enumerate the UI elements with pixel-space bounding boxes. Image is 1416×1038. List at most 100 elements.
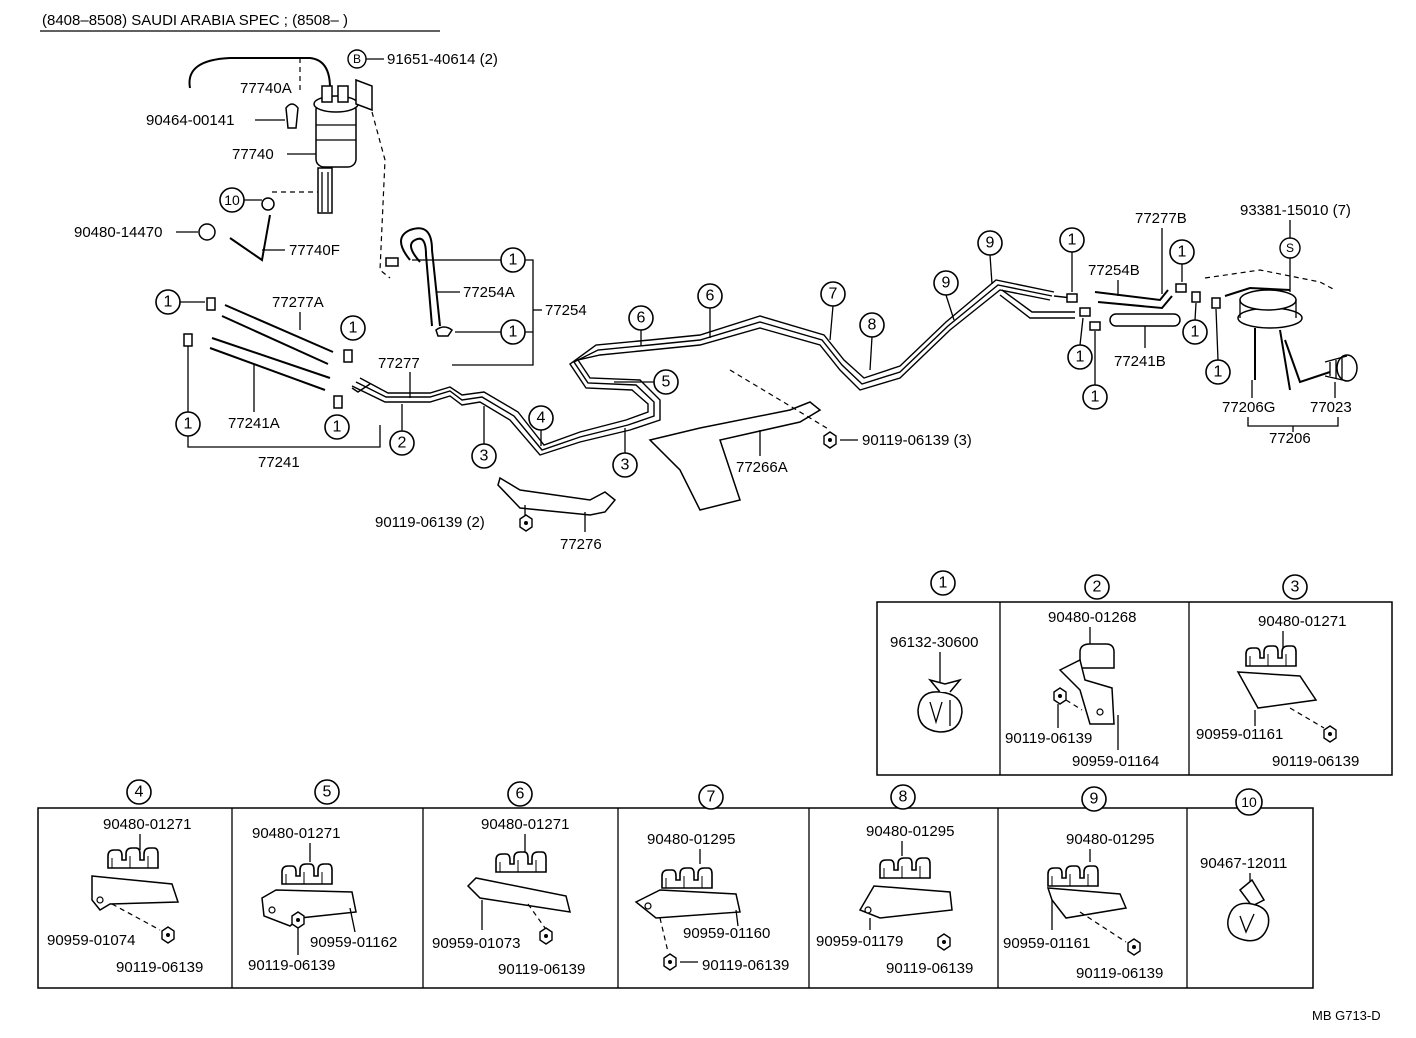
callout-b: B bbox=[347, 49, 367, 69]
callout-6-main-b: 6 bbox=[697, 283, 723, 309]
detail-2-part-a: 90480-01268 bbox=[1048, 609, 1136, 626]
label-77740: 77740 bbox=[232, 146, 274, 163]
label-90119-2: 90119-06139 (2) bbox=[375, 514, 485, 531]
detail-7: 7 90480-01295 90959-01160 90119-06139 bbox=[634, 784, 789, 974]
svg-text:1: 1 bbox=[333, 419, 342, 436]
hose-77277b bbox=[1094, 289, 1173, 310]
svg-text:1: 1 bbox=[164, 294, 173, 311]
svg-text:4: 4 bbox=[537, 410, 546, 427]
svg-text:B: B bbox=[353, 52, 361, 66]
callout-3-main-a: 3 bbox=[471, 443, 497, 469]
detail-7-part-b: 90959-01160 bbox=[683, 925, 770, 942]
label-77277b: 77277B bbox=[1135, 210, 1187, 227]
leader-canister-pipe bbox=[371, 111, 391, 279]
detail-1: 1 96132-30600 bbox=[890, 570, 978, 733]
callout-6-main-a: 6 bbox=[628, 305, 654, 331]
callout-1-j: 1 bbox=[1082, 384, 1108, 410]
callout-1-k: 1 bbox=[1182, 319, 1208, 345]
bracket-77254 bbox=[452, 259, 534, 366]
svg-text:1: 1 bbox=[1076, 349, 1085, 366]
svg-text:6: 6 bbox=[706, 288, 715, 305]
label-93381: 93381-15010 (7) bbox=[1240, 202, 1351, 219]
detail-9: 9 90480-01295 90959-01161 90119-06139 bbox=[1003, 786, 1163, 982]
svg-text:1: 1 bbox=[509, 324, 518, 341]
label-77023: 77023 bbox=[1310, 399, 1352, 416]
svg-text:10: 10 bbox=[1241, 794, 1257, 810]
filter-77023 bbox=[1324, 354, 1358, 382]
callout-10-main: 10 bbox=[219, 187, 245, 213]
svg-text:1: 1 bbox=[1091, 389, 1100, 406]
grommet-90480-14470 bbox=[198, 223, 216, 241]
detail-4-part-b: 90959-01074 bbox=[47, 932, 135, 949]
label-77277a: 77277A bbox=[272, 294, 324, 311]
detail-table-upper bbox=[876, 601, 1393, 776]
callout-3-main-b: 3 bbox=[612, 452, 638, 478]
label-77740f: 77740F bbox=[289, 242, 340, 259]
label-90480-14470: 90480-14470 bbox=[74, 224, 162, 241]
svg-text:7: 7 bbox=[707, 789, 716, 806]
detail-3-part-a: 90480-01271 bbox=[1258, 613, 1346, 630]
label-77206: 77206 bbox=[1269, 430, 1311, 447]
svg-text:7: 7 bbox=[829, 286, 838, 303]
svg-text:9: 9 bbox=[986, 235, 995, 252]
detail-5-part-b: 90959-01162 bbox=[310, 934, 397, 951]
svg-text:9: 9 bbox=[1090, 791, 1099, 808]
detail-6-part-c: 90119-06139 bbox=[498, 961, 585, 978]
detail-8-part-a: 90480-01295 bbox=[866, 823, 954, 840]
callout-1-e: 1 bbox=[500, 247, 526, 273]
detail-9-part-c: 90119-06139 bbox=[1076, 965, 1163, 982]
callout-8-main: 8 bbox=[859, 312, 885, 338]
canister-77740 bbox=[313, 78, 373, 214]
svg-text:3: 3 bbox=[480, 448, 489, 465]
callout-1-i: 1 bbox=[1067, 344, 1093, 370]
bolt-90119-3 bbox=[823, 431, 837, 449]
callout-1-h: 1 bbox=[1169, 239, 1195, 265]
detail-6-part-b: 90959-01073 bbox=[432, 935, 520, 952]
detail-7-part-a: 90480-01295 bbox=[647, 831, 735, 848]
detail-10-part-a: 90467-12011 bbox=[1200, 855, 1287, 872]
svg-text:4: 4 bbox=[135, 784, 144, 801]
svg-text:1: 1 bbox=[509, 252, 518, 269]
header-title: (8408–8508) SAUDI ARABIA SPEC ; (8508– ) bbox=[42, 12, 348, 29]
svg-text:1: 1 bbox=[1178, 244, 1187, 261]
hose-77740a bbox=[188, 57, 331, 89]
svg-text:1: 1 bbox=[1214, 364, 1223, 381]
label-77266a: 77266A bbox=[736, 459, 788, 476]
detail-3: 3 90480-01271 90959-01161 90119-06139 bbox=[1196, 574, 1359, 770]
label-77206g: 77206G bbox=[1222, 399, 1275, 416]
svg-text:3: 3 bbox=[621, 457, 630, 474]
detail-5-part-a: 90480-01271 bbox=[252, 825, 340, 842]
clip-10-small bbox=[261, 197, 275, 211]
label-77254a: 77254A bbox=[463, 284, 515, 301]
detail-9-part-b: 90959-01161 bbox=[1003, 935, 1090, 952]
svg-text:1: 1 bbox=[184, 416, 193, 433]
hose-77254a-inner bbox=[410, 237, 433, 327]
callout-1-g: 1 bbox=[1059, 227, 1085, 253]
fuel-pipe-bundle bbox=[351, 279, 1075, 456]
label-77254b: 77254B bbox=[1088, 262, 1140, 279]
detail-1-part-a: 96132-30600 bbox=[890, 634, 978, 651]
callout-1-c: 1 bbox=[340, 315, 366, 341]
svg-text:3: 3 bbox=[1291, 579, 1300, 596]
detail-table-lower bbox=[37, 807, 1314, 989]
svg-text:6: 6 bbox=[637, 310, 646, 327]
bolt-90119-2 bbox=[519, 514, 533, 532]
detail-2: 2 90480-01268 90119-06139 90959-01164 bbox=[1005, 574, 1159, 770]
callout-5-main: 5 bbox=[653, 369, 679, 395]
callout-2-main: 2 bbox=[389, 430, 415, 456]
detail-9-part-a: 90480-01295 bbox=[1066, 831, 1154, 848]
hose-77277a bbox=[221, 304, 334, 365]
detail-3-part-c: 90119-06139 bbox=[1272, 753, 1359, 770]
callout-7-main: 7 bbox=[820, 281, 846, 307]
svg-text:5: 5 bbox=[323, 784, 332, 801]
svg-text:6: 6 bbox=[516, 786, 525, 803]
label-90119-3: 90119-06139 (3) bbox=[862, 432, 972, 449]
callout-1-f: 1 bbox=[500, 319, 526, 345]
callout-1-d: 1 bbox=[324, 414, 350, 440]
callout-9-main-a: 9 bbox=[933, 270, 959, 296]
svg-text:8: 8 bbox=[899, 789, 908, 806]
callout-1-b: 1 bbox=[175, 411, 201, 437]
svg-text:9: 9 bbox=[942, 275, 951, 292]
label-77241b: 77241B bbox=[1114, 353, 1166, 370]
